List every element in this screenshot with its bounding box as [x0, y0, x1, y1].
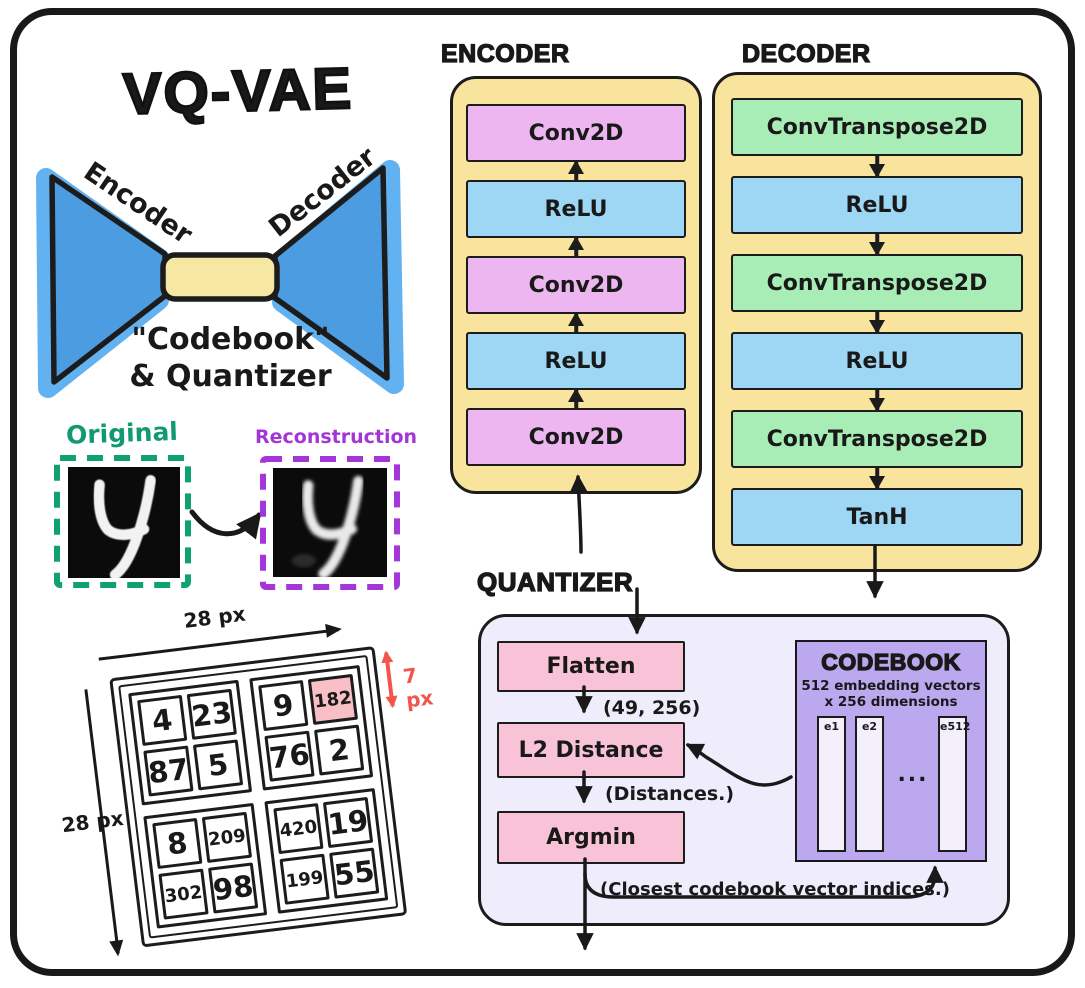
codebook-heading: CODEBOOK	[821, 648, 961, 675]
flow-arrow-up-icon	[466, 314, 686, 332]
patch-size-label: 7 px	[401, 663, 435, 713]
embedding-vector-label: e1	[823, 720, 840, 733]
codebook-ellipsis: ...	[897, 762, 929, 787]
reconstruction-image	[273, 468, 387, 579]
flow-arrow-down-icon	[731, 312, 1023, 332]
flow-arrow-down-icon	[731, 234, 1023, 254]
grid-cell: 87	[143, 745, 194, 797]
grid-cell-highlighted: 182	[307, 673, 359, 726]
decoder-layer-convtranspose2d: ConvTranspose2D	[731, 410, 1023, 468]
codebook-panel: CODEBOOK 512 embedding vectors x 256 dim…	[795, 640, 987, 862]
digit-4-original	[93, 475, 156, 580]
quantizer-heading: QUANTIZER	[476, 566, 634, 597]
grid-cell: 23	[186, 688, 237, 740]
embedding-vector-label: e2	[861, 720, 878, 733]
patch-size-arrow-icon	[384, 652, 395, 707]
pixel-grid-figure: 28 px 28 px 4 23 87 5 9 182 76 2	[60, 582, 452, 988]
grid-cell: 2	[314, 724, 365, 776]
original-image	[68, 467, 180, 580]
decoder-layer-tanh: TanH	[731, 488, 1023, 546]
decoder-heading: DECODER	[741, 39, 871, 68]
page-title: VQ-VAE	[121, 55, 355, 129]
grid-cell: 19	[322, 796, 374, 849]
embedding-vector-bar: e512	[938, 716, 971, 852]
flatten-output-shape-label: (49, 256)	[603, 697, 701, 719]
grid-cell: 5	[192, 739, 244, 791]
pixel-grid: 4 23 87 5 9 182 76 2 8 209 302	[109, 646, 408, 948]
grid-cell: 98	[208, 862, 259, 914]
flow-arrow-up-icon	[466, 162, 686, 180]
grid-quadrant-bottom-left: 8 209 302 98	[143, 802, 268, 929]
grid-cell: 199	[279, 853, 330, 905]
decoder-layer-convtranspose2d: ConvTranspose2D	[731, 98, 1023, 156]
grid-quadrant-top-right: 9 182 76 2	[249, 664, 374, 791]
encoder-layer-relu: ReLU	[466, 180, 686, 238]
bowtie-caption-line1: "Codebook"	[131, 322, 330, 357]
flow-arrow-down-icon	[731, 390, 1023, 410]
grid-cell: 209	[201, 811, 253, 863]
flow-arrow-down-icon	[731, 468, 1023, 488]
quantizer-step-argmin: Argmin	[497, 811, 685, 864]
grid-quadrant-bottom-right: 420 19 199 55	[264, 788, 389, 914]
encoder-layer-conv2d: Conv2D	[466, 408, 686, 466]
grid-cell: 9	[258, 679, 309, 732]
reconstruction-label: Reconstruction	[255, 426, 418, 448]
bowtie-caption-line2: & Quantizer	[129, 359, 332, 394]
grid-cell: 76	[264, 730, 315, 782]
quantizer-step-l2-distance: L2 Distance	[497, 722, 685, 778]
grid-cell: 302	[158, 868, 209, 920]
distances-label: (Distances.)	[605, 783, 735, 805]
embedding-vector-label: e512	[940, 720, 971, 733]
quantizer-panel: Flatten (49, 256) L2 Distance (Distances…	[478, 614, 1010, 926]
latent-code-rect	[160, 252, 280, 302]
bowtie-figure: Encoder Decoder	[36, 141, 404, 398]
grid-cell: 55	[329, 847, 380, 899]
encoder-layer-relu: ReLU	[466, 332, 686, 390]
encoder-heading: ENCODER	[440, 39, 570, 68]
quantizer-step-flatten: Flatten	[497, 641, 685, 692]
outer-border	[10, 8, 1075, 976]
original-label: Original	[65, 416, 179, 450]
grid-quadrant-top-left: 4 23 87 5	[128, 679, 253, 806]
flow-arrow-up-icon	[466, 238, 686, 256]
flow-arrow-up-icon	[466, 390, 686, 408]
digit-4-reconstruction	[291, 475, 364, 579]
codebook-subtitle-line2: x 256 dimensions	[824, 694, 958, 710]
codebook-subtitle-line1: 512 embedding vectors	[801, 678, 981, 694]
closest-indices-label: (Closest codebook vector indices.)	[600, 879, 950, 900]
decoder-layer-relu: ReLU	[731, 332, 1023, 390]
encoder-block: Conv2D ReLU Conv2D ReLU Conv2D	[450, 76, 702, 494]
encoder-layer-conv2d: Conv2D	[466, 256, 686, 314]
embedding-vector-bar: e1	[817, 716, 846, 852]
decoder-layer-convtranspose2d: ConvTranspose2D	[731, 254, 1023, 312]
flow-arrow-down-icon	[731, 156, 1023, 176]
decoder-block: ConvTranspose2D ReLU ConvTranspose2D ReL…	[712, 72, 1042, 572]
pixel-grid-inner-border: 4 23 87 5 9 182 76 2 8 209 302	[118, 654, 399, 939]
encoder-layer-conv2d: Conv2D	[466, 104, 686, 162]
embedding-vector-bar: e2	[855, 716, 884, 852]
grid-cell: 8	[152, 817, 203, 870]
grid-cell: 420	[273, 803, 324, 855]
decoder-funnel-shape	[272, 165, 390, 381]
grid-cell: 4	[137, 694, 188, 746]
decoder-layer-relu: ReLU	[731, 176, 1023, 234]
